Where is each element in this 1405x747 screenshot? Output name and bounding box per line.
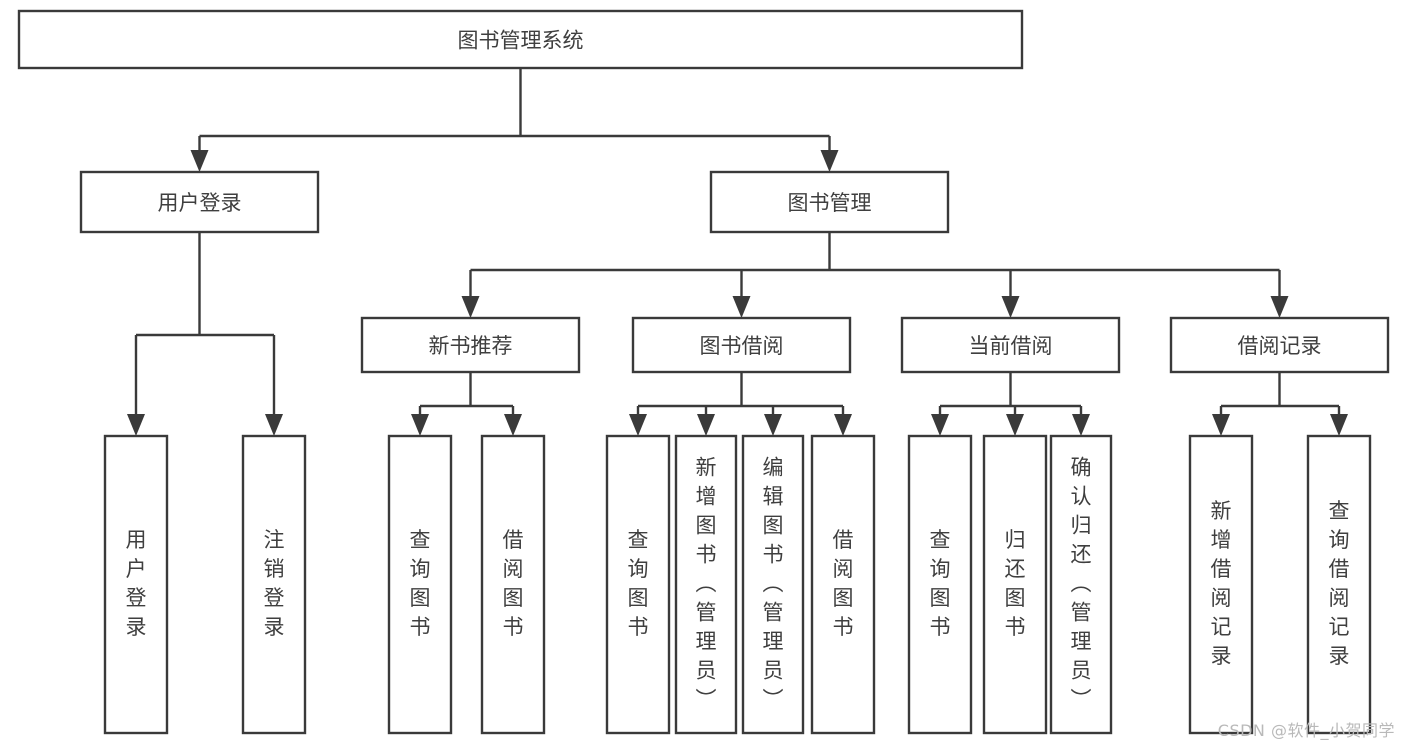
node-label-leaf-return-book: 归还图书 [1005,528,1026,639]
arrow-head-icon-leaf-borrow-book-1 [504,414,522,436]
node-leaf-query-book-1[interactable]: 查询图书 [387,434,453,735]
arrow-head-icon-user-login [190,150,209,172]
node-box-leaf-return-book [982,434,1048,735]
node-box-new-book-rec [360,316,581,374]
node-label-leaf-query-record: 查询借阅记录 [1329,499,1350,668]
node-label-leaf-edit-book: 编辑图书︵管理员︶ [763,456,784,712]
node-leaf-query-book-2[interactable]: 查询图书 [605,434,671,735]
arrow-head-icon-leaf-query-record [1330,414,1348,436]
node-borrow-record[interactable]: 借阅记录 [1169,316,1390,374]
node-leaf-query-book-3[interactable]: 查询图书 [907,434,973,735]
node-label-user-login: 用户登录 [158,191,242,215]
node-label-leaf-confirm-return: 确认归还︵管理员︶ [1071,456,1092,712]
node-leaf-add-book[interactable]: 新增图书︵管理员︶ [674,434,738,735]
node-label-leaf-user-login: 用户登录 [126,528,147,639]
arrow-head-icon-new-book-rec [461,296,480,318]
arrow-head-icon-leaf-query-book-3 [931,414,949,436]
node-box-current-borrow [900,316,1121,374]
node-box-leaf-user-login [103,434,169,735]
arrow-head-icon-leaf-borrow-book-2 [834,414,852,436]
node-leaf-borrow-book-1[interactable]: 借阅图书 [480,434,546,735]
node-leaf-user-login[interactable]: 用户登录 [103,434,169,735]
node-label-leaf-query-book-3: 查询图书 [930,528,951,639]
arrow-head-icon-leaf-add-book [697,414,715,436]
node-label-book-borrow: 图书借阅 [700,334,784,358]
node-user-login[interactable]: 用户登录 [79,170,320,234]
node-box-leaf-user-logout [241,434,307,735]
node-new-book-rec[interactable]: 新书推荐 [360,316,581,374]
node-box-leaf-query-book-1 [387,434,453,735]
node-box-leaf-add-book [674,434,738,735]
node-book-borrow[interactable]: 图书借阅 [631,316,852,374]
node-box-leaf-edit-book [741,434,805,735]
node-label-leaf-borrow-book-2: 借阅图书 [833,528,854,639]
node-label-borrow-record: 借阅记录 [1238,334,1322,358]
node-leaf-borrow-book-2[interactable]: 借阅图书 [810,434,876,735]
node-label-leaf-user-logout: 注销登录 [264,528,285,639]
arrow-head-icon-borrow-record [1270,296,1289,318]
node-box-leaf-add-record [1188,434,1254,735]
arrow-head-icon-leaf-user-logout [265,414,283,436]
arrow-head-icon-current-borrow [1001,296,1020,318]
arrow-head-icon-leaf-edit-book [764,414,782,436]
watermark: CSDN @软件_小贺同学 [1217,721,1395,740]
node-box-leaf-borrow-book-2 [810,434,876,735]
node-leaf-user-logout[interactable]: 注销登录 [241,434,307,735]
arrow-head-icon-leaf-add-record [1212,414,1230,436]
node-layer: 图书管理系统用户登录图书管理新书推荐图书借阅当前借阅借阅记录用户登录注销登录查询… [17,9,1390,735]
node-current-borrow[interactable]: 当前借阅 [900,316,1121,374]
node-leaf-edit-book[interactable]: 编辑图书︵管理员︶ [741,434,805,735]
arrow-head-icon-leaf-return-book [1006,414,1024,436]
node-box-leaf-query-book-3 [907,434,973,735]
node-leaf-return-book[interactable]: 归还图书 [982,434,1048,735]
node-leaf-query-record[interactable]: 查询借阅记录 [1306,434,1372,735]
node-box-user-login [79,170,320,234]
arrow-head-icon-leaf-confirm-return [1072,414,1090,436]
node-box-book-manage [709,170,950,234]
node-box-leaf-query-book-2 [605,434,671,735]
node-label-leaf-borrow-book-1: 借阅图书 [503,528,524,639]
node-box-borrow-record [1169,316,1390,374]
node-label-leaf-add-book: 新增图书︵管理员︶ [696,456,717,712]
arrow-head-icon-leaf-user-login [127,414,145,436]
node-label-book-manage: 图书管理 [788,191,872,215]
node-label-leaf-query-book-2: 查询图书 [628,528,649,639]
connector-layer [127,68,1348,436]
node-label-leaf-query-book-1: 查询图书 [410,528,431,639]
node-label-root: 图书管理系统 [458,29,584,53]
node-box-leaf-borrow-book-1 [480,434,546,735]
arrow-head-icon-leaf-query-book-1 [411,414,429,436]
node-box-root [17,9,1024,70]
node-leaf-add-record[interactable]: 新增借阅记录 [1188,434,1254,735]
node-book-manage[interactable]: 图书管理 [709,170,950,234]
node-box-leaf-query-record [1306,434,1372,735]
node-label-new-book-rec: 新书推荐 [429,334,513,358]
node-box-leaf-confirm-return [1049,434,1113,735]
node-leaf-confirm-return[interactable]: 确认归还︵管理员︶ [1049,434,1113,735]
arrow-head-icon-book-borrow [732,296,751,318]
arrow-head-icon-leaf-query-book-2 [629,414,647,436]
arrow-head-icon-book-manage [820,150,839,172]
node-label-leaf-add-record: 新增借阅记录 [1211,499,1232,668]
node-box-book-borrow [631,316,852,374]
node-label-current-borrow: 当前借阅 [969,334,1053,358]
node-root[interactable]: 图书管理系统 [17,9,1024,70]
